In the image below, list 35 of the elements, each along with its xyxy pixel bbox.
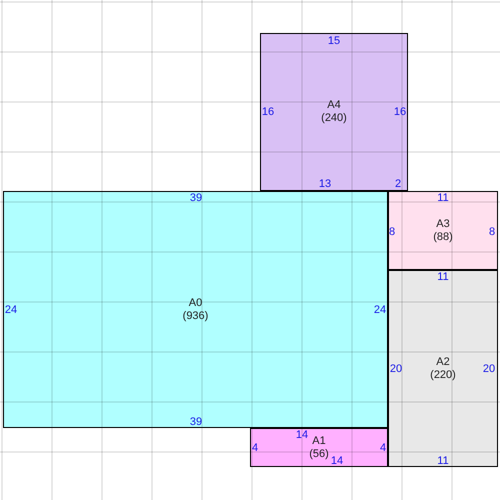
dimension-label: 8 (488, 226, 496, 238)
area-block (388, 270, 498, 467)
dimension-label: 16 (262, 106, 274, 118)
area-name: A3 (436, 218, 450, 230)
area-block (388, 191, 498, 270)
dimension-label: 20 (482, 363, 496, 375)
dimension-label: 4 (380, 442, 386, 454)
dimension-label: 14 (296, 429, 308, 441)
area-name: A0 (188, 296, 202, 310)
dimension-label: 8 (388, 226, 396, 238)
area-value: (220) (430, 368, 456, 382)
area-value: (936) (182, 310, 208, 322)
area-block (260, 33, 408, 191)
area-block (250, 428, 388, 467)
area-name: A4 (327, 99, 341, 112)
dimension-label: 4 (252, 442, 258, 454)
area-name: A1 (312, 434, 326, 448)
dimension-label: 24 (374, 304, 386, 316)
dimension-label: 39 (190, 192, 202, 204)
area-name: A2 (436, 356, 450, 368)
dimension-label: 2 (394, 178, 402, 190)
dimension-label: 13 (318, 178, 332, 190)
area-value: (56) (309, 448, 329, 460)
area-block (3, 191, 388, 428)
dimension-label: 15 (328, 35, 340, 47)
dimension-label: 11 (437, 192, 449, 204)
dimension-label: 24 (4, 304, 18, 316)
area-value: (88) (433, 230, 453, 244)
dimension-label: 14 (330, 455, 344, 467)
dimension-label: 39 (190, 416, 202, 428)
dimension-label: 11 (437, 455, 449, 467)
dimension-label: 11 (437, 271, 449, 283)
dimension-label: 16 (394, 106, 406, 118)
area-value: (240) (321, 112, 347, 125)
dimension-label: 20 (390, 363, 402, 375)
